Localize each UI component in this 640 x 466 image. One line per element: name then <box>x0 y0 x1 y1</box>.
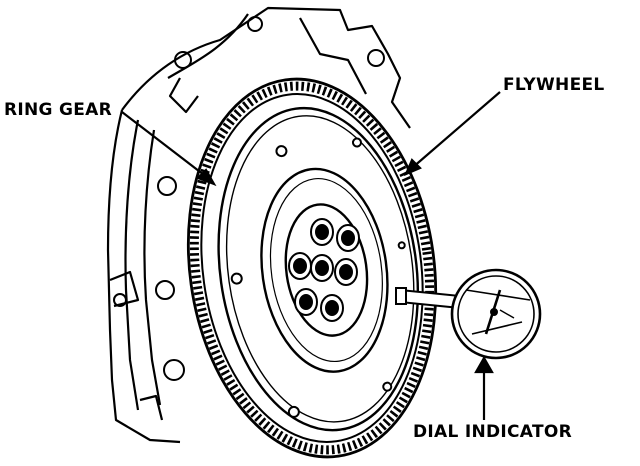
face-holes <box>230 137 406 418</box>
hub-bolts <box>288 218 360 322</box>
flywheel-label: FLYWHEEL <box>503 75 605 95</box>
dial-indicator-label: DIAL INDICATOR <box>413 422 572 442</box>
ring-gear-label: RING GEAR <box>4 100 113 120</box>
dial-indicator <box>395 268 542 360</box>
leader-lines <box>121 91 501 420</box>
engine-housing <box>106 6 411 444</box>
ring-gear-leader <box>121 111 209 179</box>
flywheel-leader <box>411 91 501 169</box>
ring-gear-teeth <box>189 81 435 455</box>
housing-bolt-holes <box>113 16 385 381</box>
